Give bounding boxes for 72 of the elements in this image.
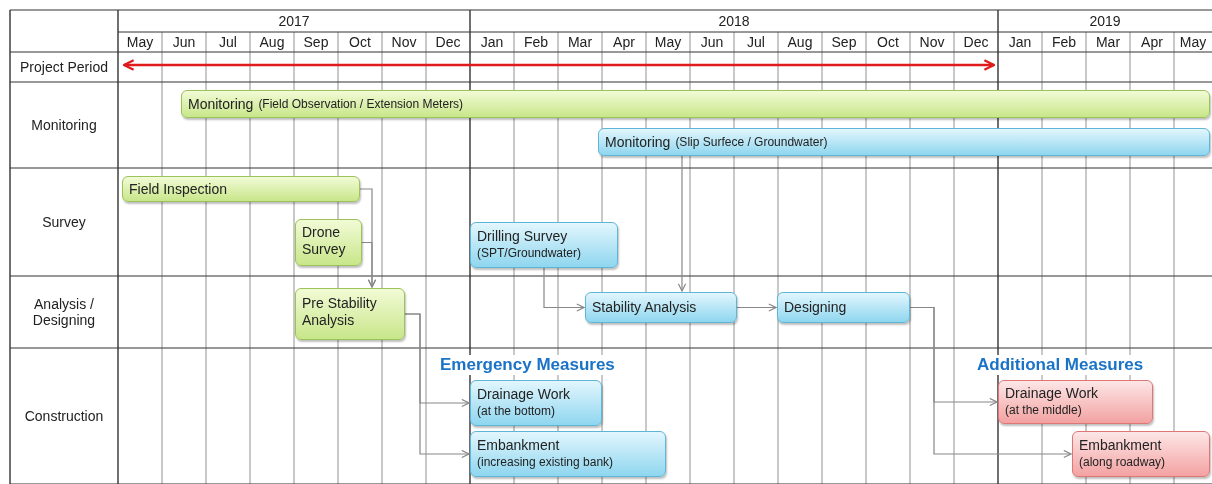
group-heading: Additional Measures xyxy=(975,355,1146,375)
month-header: Jan xyxy=(479,33,505,52)
task-note: (along roadway) xyxy=(1079,454,1167,471)
month-header: Dec xyxy=(962,33,990,52)
row-header: Monitoring xyxy=(30,116,98,135)
month-header: Mar xyxy=(566,33,594,52)
task-bar xyxy=(585,292,737,323)
task-note: (increasing existing bank) xyxy=(477,454,615,471)
row-header: Construction xyxy=(23,407,105,426)
month-header: Nov xyxy=(918,33,946,52)
row-header: Project Period xyxy=(19,58,109,77)
month-header: Jun xyxy=(699,33,725,52)
task-name: Drilling Survey xyxy=(477,228,569,245)
month-header: Aug xyxy=(258,33,286,52)
task-bar xyxy=(295,288,405,340)
year-header: 2018 xyxy=(717,12,751,31)
month-header: Aug xyxy=(786,33,814,52)
month-header: Oct xyxy=(348,33,372,52)
task-name: Pre Stability Analysis xyxy=(302,295,377,328)
year-header: 2017 xyxy=(277,12,311,31)
month-header: Dec xyxy=(434,33,462,52)
month-header: Apr xyxy=(1140,33,1164,52)
task-bar xyxy=(1072,431,1210,477)
month-header: Sep xyxy=(302,33,330,52)
month-header: Jul xyxy=(746,33,766,52)
task-name: Monitoring xyxy=(605,133,671,151)
task-bar xyxy=(181,90,1210,118)
task-bar xyxy=(598,128,1210,156)
row-header: Analysis / Designing xyxy=(31,295,97,330)
month-header: Apr xyxy=(612,33,636,52)
task-bar xyxy=(470,380,602,426)
month-header: Mar xyxy=(1094,33,1122,52)
task-name: Designing xyxy=(784,299,848,316)
connector-arrow xyxy=(361,241,377,288)
task-bar xyxy=(470,222,618,268)
task-name: Monitoring xyxy=(188,95,254,113)
month-header: Nov xyxy=(390,33,418,52)
task-note: (at the middle) xyxy=(1005,402,1083,419)
month-header: May xyxy=(653,33,683,52)
month-header: Feb xyxy=(1050,33,1078,52)
month-header: May xyxy=(125,33,155,52)
connector-arrow xyxy=(736,303,777,312)
task-name: Field Inspection xyxy=(129,180,229,198)
task-name: Stability Analysis xyxy=(592,299,698,316)
task-name: Embankment xyxy=(477,437,561,454)
task-note: (SPT/Groundwater) xyxy=(477,245,583,262)
month-header: Jul xyxy=(218,33,238,52)
task-name: Drainage Work xyxy=(477,386,572,403)
task-bar xyxy=(295,219,362,266)
month-header: Jan xyxy=(1007,33,1033,52)
row-header: Survey xyxy=(41,213,87,232)
task-bar xyxy=(470,431,666,477)
month-header: Sep xyxy=(830,33,858,52)
month-header: Feb xyxy=(522,33,550,52)
task-name: Drainage Work xyxy=(1005,385,1100,402)
task-name: Embankment xyxy=(1079,437,1163,454)
connector-arrow xyxy=(677,155,687,292)
task-note: (Slip Surfece / Groundwater) xyxy=(675,133,828,151)
task-note: (Field Observation / Extension Meters) xyxy=(258,95,464,113)
month-header: Jun xyxy=(171,33,197,52)
year-header: 2019 xyxy=(1088,12,1122,31)
connector-arrow xyxy=(543,267,585,312)
month-header: May xyxy=(1178,33,1208,52)
task-bar xyxy=(122,176,360,202)
task-name: Drone Survey xyxy=(302,224,346,257)
task-note: (at the bottom) xyxy=(477,403,557,420)
connector-arrow xyxy=(909,306,1072,459)
connector-arrow xyxy=(404,313,470,459)
group-heading: Emergency Measures xyxy=(438,355,617,375)
task-bar xyxy=(998,380,1153,424)
task-bar xyxy=(777,292,910,323)
month-header: Oct xyxy=(876,33,900,52)
